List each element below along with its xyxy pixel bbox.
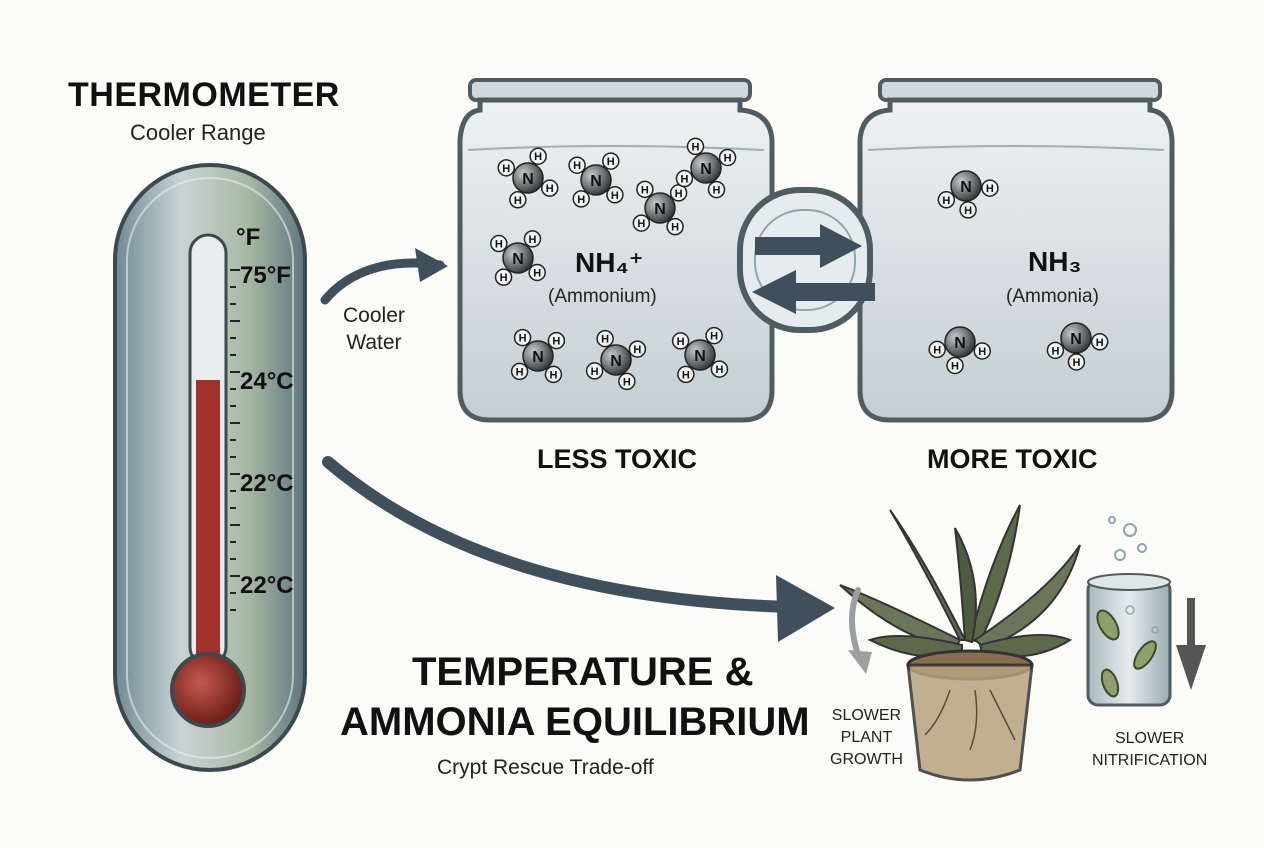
hydrogen-atom-label: H (710, 331, 718, 343)
nitrogen-atom-label: N (610, 353, 622, 370)
hydrogen-atom-label: H (546, 183, 554, 195)
nitrogen-atom-label: N (694, 348, 706, 365)
ammonium-molecule: NH H H H (632, 180, 688, 236)
plant-growth-label: SLOWER PLANT GROWTH (830, 707, 903, 768)
thermometer-title: THERMOMETER (68, 76, 340, 114)
cooler-water-label: Cooler Water (343, 304, 405, 354)
nitrogen-atom-label: N (522, 171, 534, 188)
hydrogen-atom-label: H (601, 334, 609, 346)
thermometer-subtitle: Cooler Range (130, 120, 266, 145)
ammonium-name: (Ammonium) (548, 286, 657, 307)
main-title-line2: AMMONIA EQUILIBRIUM (340, 700, 810, 744)
effects-arrow (322, 456, 796, 613)
hydrogen-atom-label: H (573, 160, 581, 172)
nitrogen-atom-label: N (700, 161, 712, 178)
hydrogen-atom-label: H (675, 188, 683, 200)
equilibrium-arrows (752, 224, 875, 314)
hydrogen-atom-label: H (692, 141, 700, 153)
hydrogen-atom-label: H (715, 364, 723, 376)
nitrogen-atom-label: N (1070, 331, 1082, 348)
nitrogen-atom-label: N (590, 173, 602, 190)
ammonium-molecule: NH H H H (568, 152, 624, 208)
hydrogen-atom-label: H (978, 346, 986, 358)
nitrogen-atom-label: N (954, 335, 966, 352)
less-toxic-caption: LESS TOXIC (537, 444, 698, 474)
hydrogen-atom-label: H (611, 190, 619, 202)
hydrogen-atom-label: H (623, 376, 631, 388)
hydrogen-atom-label: H (549, 369, 557, 381)
hydrogen-atom-label: H (724, 152, 732, 164)
hydrogen-atom-label: H (500, 272, 508, 284)
hydrogen-atom-label: H (607, 156, 615, 168)
thermometer (113, 163, 307, 772)
hydrogen-atom-label: H (495, 239, 503, 251)
hydrogen-atom-label: H (677, 336, 685, 348)
hydrogen-atom-label: H (591, 366, 599, 378)
ammonium-molecule: NH H H H (490, 230, 546, 286)
scale-unit: °F (236, 224, 261, 251)
scale-label-1: 75°F (240, 262, 291, 289)
hydrogen-atom-label: H (1051, 345, 1059, 357)
hydrogen-atom-label: H (951, 360, 959, 372)
main-subtitle: Crypt Rescue Trade-off (437, 756, 654, 779)
hydrogen-atom-label: H (933, 344, 941, 356)
hydrogen-atom-label: H (533, 267, 541, 279)
thermometer-bulb (170, 652, 246, 728)
hydrogen-atom-label: H (682, 369, 690, 381)
hydrogen-atom-label: H (528, 234, 536, 246)
hydrogen-atom-label: H (671, 222, 679, 234)
hydrogen-atom-label: H (637, 218, 645, 230)
hydrogen-atom-label: H (577, 194, 585, 206)
hydrogen-atom-label: H (514, 195, 522, 207)
nitrification-label: SLOWER NITRIFICATION (1092, 730, 1208, 769)
ammonia-jar (857, 78, 1175, 423)
hydrogen-atom-label: H (502, 163, 510, 175)
hydrogen-atom-label: H (986, 183, 994, 195)
hydrogen-atom-label: H (1096, 337, 1104, 349)
main-title-line1: TEMPERATURE & (412, 650, 754, 694)
plant-illustration (839, 504, 1081, 782)
mercury-column (196, 380, 220, 680)
hydrogen-atom-label: H (680, 174, 688, 186)
ammonia-formula: NH₃ (1028, 246, 1082, 277)
ammonium-molecule: NH H H H (497, 147, 559, 209)
scale-label-4: 22°C (240, 572, 294, 599)
hydrogen-atom-label: H (942, 195, 950, 207)
bacteria-glass (1086, 516, 1206, 707)
hydrogen-atom-label: H (552, 336, 560, 348)
more-toxic-caption: MORE TOXIC (927, 444, 1098, 474)
hydrogen-atom-label: H (641, 184, 649, 196)
hydrogen-atom-label: H (713, 185, 721, 197)
hydrogen-atom-label: H (633, 344, 641, 356)
hydrogen-atom-label: H (519, 333, 527, 345)
nitrogen-atom-label: N (654, 201, 666, 218)
ammonium-formula: NH₄⁺ (575, 247, 644, 278)
ammonium-molecule: NH H H H (510, 328, 566, 384)
hydrogen-atom-label: H (516, 366, 524, 378)
nitrogen-atom-label: N (512, 251, 524, 268)
ammonium-molecule: NH H H H (671, 326, 729, 384)
hydrogen-atom-label: H (964, 205, 972, 217)
ammonium-molecule: NH H H H (585, 329, 647, 391)
nitrogen-atom-label: N (532, 349, 544, 366)
equilibrium-channel (737, 187, 873, 333)
nitrogen-atom-label: N (960, 179, 972, 196)
scale-label-2: 24°C (240, 368, 294, 395)
scale-label-3: 22°C (240, 470, 294, 497)
ammonia-name: (Ammonia) (1006, 286, 1099, 307)
hydrogen-atom-label: H (1072, 357, 1080, 369)
hydrogen-atom-label: H (534, 151, 542, 163)
